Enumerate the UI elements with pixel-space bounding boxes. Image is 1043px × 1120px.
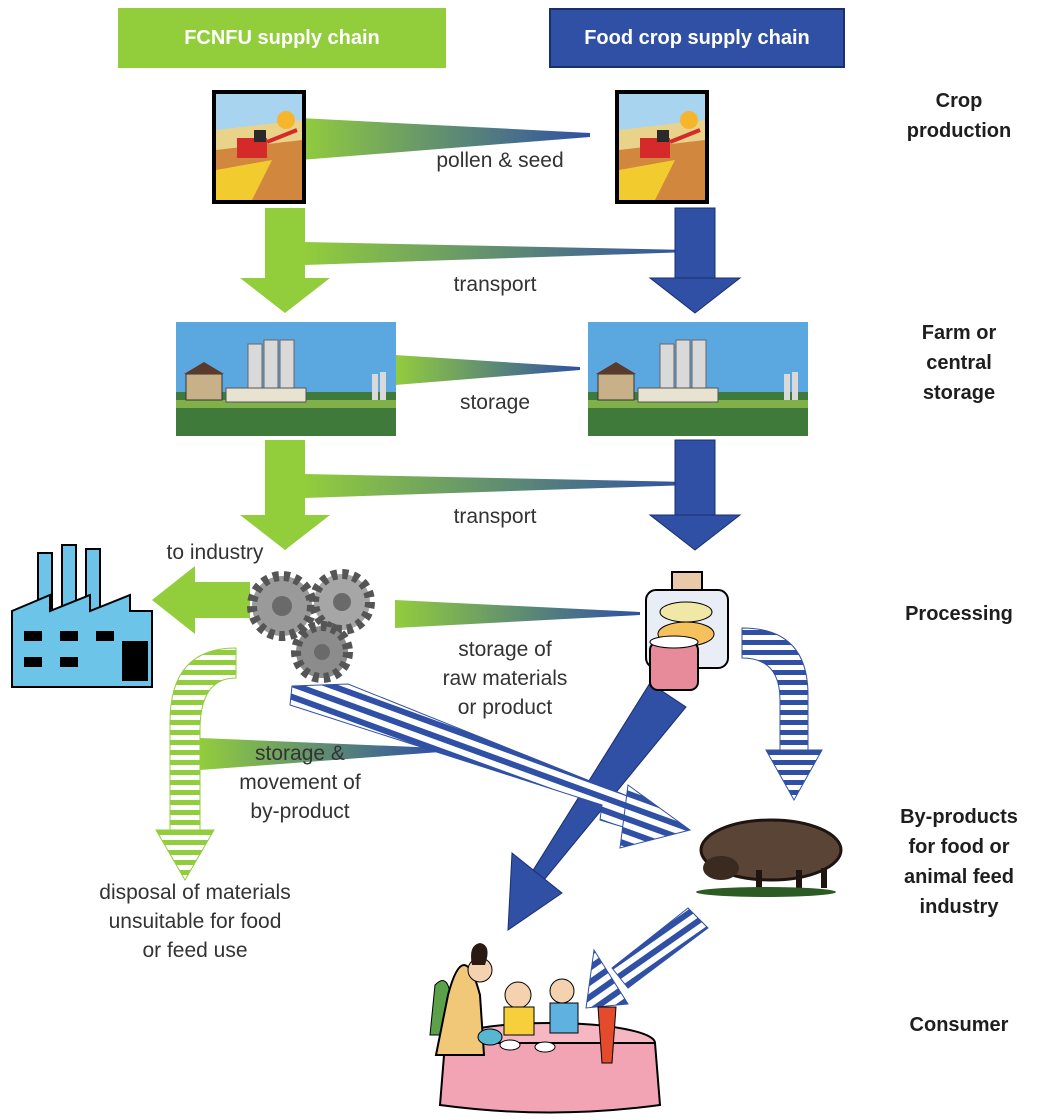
- blue-striped-arrow-right: [741, 627, 823, 802]
- fcnfu-header: FCNFU supply chain: [118, 8, 446, 68]
- blue-arrow-2: [648, 439, 742, 551]
- label-transport-2: transport: [453, 505, 537, 528]
- blue-striped-arrow-consumer: [585, 907, 709, 1009]
- harvester-icon: [615, 90, 709, 204]
- farm-silo-icon: [176, 322, 396, 436]
- label-to-industry: to industry: [166, 541, 264, 564]
- family-table-icon: [429, 943, 662, 1114]
- connector-byproduct: [200, 738, 440, 770]
- connector-transport-1: [305, 242, 690, 265]
- connector-storage: [395, 355, 580, 385]
- sheep-icon: [696, 818, 843, 897]
- green-arrow-industry: [152, 566, 250, 634]
- blue-arrow-consumer: [507, 682, 687, 931]
- food-crop-header: Food crop supply chain: [549, 8, 845, 68]
- connector-transport-2: [305, 474, 690, 498]
- green-striped-arrow: [155, 647, 237, 881]
- farm-silo-icon: [588, 322, 808, 436]
- harvester-icon: [212, 90, 306, 204]
- blue-striped-band: [289, 683, 692, 849]
- connector-crop: [300, 118, 590, 160]
- label-transport-1: transport: [453, 273, 537, 296]
- green-arrow-2: [240, 440, 330, 550]
- label-pollen-seed: pollen & seed: [436, 149, 564, 172]
- connector-processing: [395, 600, 640, 628]
- factory-icon: [11, 544, 153, 688]
- gears-icon: [247, 569, 375, 683]
- food-jars-icon: [645, 571, 729, 691]
- green-arrow-1: [240, 208, 330, 313]
- blue-arrow-1: [648, 207, 742, 314]
- stage-processing: Processing: [905, 603, 1013, 625]
- label-storage: storage: [459, 391, 531, 414]
- stage-consumer: Consumer: [909, 1014, 1009, 1036]
